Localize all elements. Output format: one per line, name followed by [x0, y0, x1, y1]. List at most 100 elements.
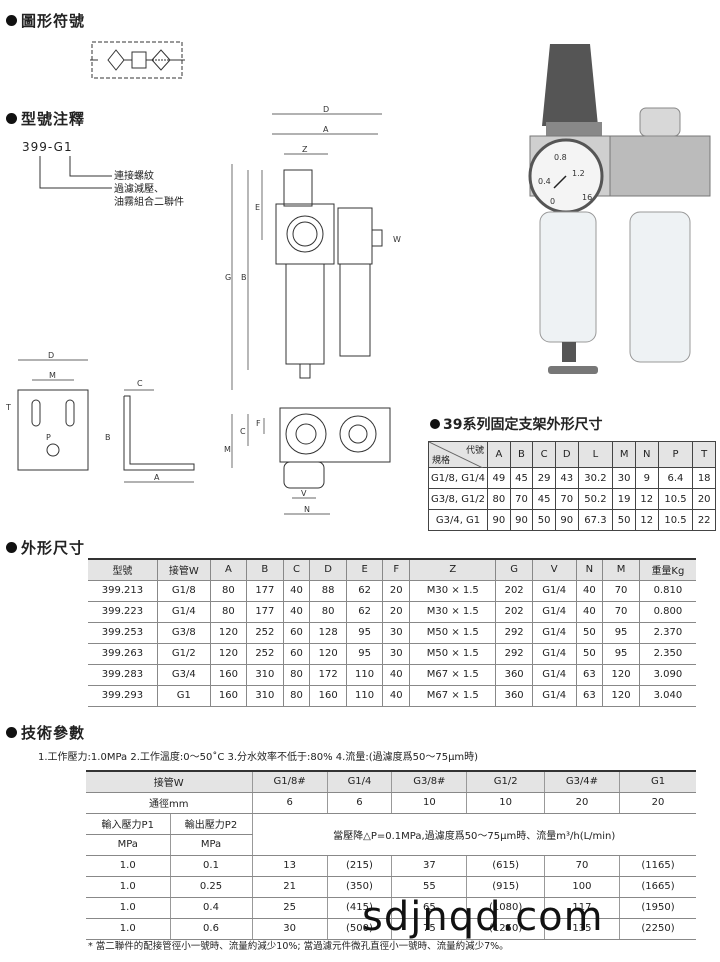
tech-cell: 13 — [251, 855, 328, 877]
outline-cell: M30 × 1.5 — [409, 601, 496, 623]
col-p: P — [657, 441, 694, 468]
outline-cell: M67 × 1.5 — [409, 685, 496, 707]
outline-cell: 202 — [495, 580, 533, 602]
outline-cell: 80 — [209, 580, 247, 602]
outline-cell: 70 — [602, 601, 640, 623]
outline-cell: 399.253 — [88, 622, 158, 644]
bracket-cell: 49 — [487, 467, 511, 489]
tech-p2-label: 輸出壓力P2 — [169, 813, 252, 835]
tech-cell: 1.0 — [86, 855, 170, 877]
outline-cell: G1/4 — [531, 664, 576, 686]
outline-header-cell: V — [531, 558, 576, 581]
tech-pipe-1: G1/8# — [251, 770, 328, 793]
bracket-row-spec: G1/8, G1/4 — [427, 467, 489, 489]
outline-cell: G1/4 — [531, 622, 576, 644]
outline-cell: 95 — [345, 643, 383, 665]
outline-header-cell: D — [309, 558, 347, 581]
outline-cell: 60 — [282, 643, 310, 665]
tech-p2-unit: MPa — [169, 834, 252, 856]
dim-d-bracket: D — [48, 351, 54, 360]
tech-cell: (615) — [466, 855, 545, 877]
outline-cell: 95 — [602, 643, 640, 665]
tech-cell: (2250) — [619, 918, 696, 940]
bracket-cell: 90 — [487, 509, 511, 531]
outline-cell: G1/4 — [531, 580, 576, 602]
gauge-mark-0: 0 — [550, 197, 555, 206]
tech-cell: 65 — [391, 897, 467, 919]
col-a: A — [487, 441, 511, 468]
outline-header-cell: E — [345, 558, 383, 581]
bracket-cell: 45 — [509, 467, 534, 489]
outline-header-cell: 接管W — [156, 558, 211, 581]
outline-cell: G1/4 — [156, 601, 211, 623]
outline-cell: 2.350 — [638, 643, 696, 665]
outline-cell: 120 — [209, 643, 247, 665]
note-filter-regulator: 過濾減壓、 — [114, 184, 164, 195]
tech-bore-label: 通徑mm — [86, 792, 252, 814]
tech-cell: 135 — [543, 918, 620, 940]
outline-cell: 80 — [282, 685, 310, 707]
tech-pipe-5: G3/4# — [543, 770, 620, 793]
tech-cell: 70 — [543, 855, 620, 877]
outline-cell: 60 — [282, 622, 310, 644]
bracket-table-corner: 代號 規格 — [427, 441, 489, 468]
dim-g-label: G — [225, 273, 231, 282]
tech-cell: 0.1 — [169, 855, 252, 877]
bracket-cell: 19 — [612, 488, 636, 510]
product-photo: 0.8 0.4 1.2 16 0 — [528, 44, 711, 374]
outline-cell: 40 — [575, 580, 603, 602]
outline-cell: 95 — [602, 622, 640, 644]
outline-cell: 177 — [246, 580, 284, 602]
tech-table: 接管W G1/8# G1/4 G3/8# G1/2 G3/4# G1 通徑mm … — [86, 770, 696, 940]
outline-cell: G1/8 — [156, 580, 211, 602]
bracket-cell: 12 — [634, 488, 659, 510]
outline-header-cell: G — [495, 558, 533, 581]
bracket-cell: 70 — [509, 488, 534, 510]
front-view-drawing: D A Z G B E W — [225, 105, 401, 390]
dim-v-label: V — [301, 489, 307, 498]
outline-cell: 120 — [209, 622, 247, 644]
col-l: L — [577, 441, 614, 468]
bracket-cell: 45 — [532, 488, 556, 510]
outline-cell: 172 — [309, 664, 347, 686]
tech-cell: 1.0 — [86, 876, 170, 898]
model-code: 399-G1 — [22, 140, 73, 154]
col-d: D — [554, 441, 579, 468]
outline-cell: 202 — [495, 601, 533, 623]
outline-header-cell: B — [246, 558, 284, 581]
tech-cell: 55 — [391, 876, 467, 898]
outline-cell: 177 — [246, 601, 284, 623]
outline-cell: 120 — [602, 685, 640, 707]
bracket-cell: 43 — [554, 467, 579, 489]
bracket-cell: 6.4 — [657, 467, 694, 489]
dim-b-bracket: B — [105, 433, 111, 442]
tech-cell: (215) — [326, 855, 392, 877]
bracket-cell: 20 — [692, 488, 716, 510]
bracket-row-spec: G3/4, G1 — [427, 509, 489, 531]
outline-cell: 110 — [345, 685, 383, 707]
tech-cell: 0.4 — [169, 897, 252, 919]
tech-bore-6: 20 — [619, 792, 696, 814]
tech-cell: (1665) — [619, 876, 696, 898]
bracket-cell: 29 — [532, 467, 556, 489]
outline-cell: 80 — [209, 601, 247, 623]
dim-b-label: B — [241, 273, 247, 282]
bracket-cell: 10.5 — [657, 509, 694, 531]
dim-d-label: D — [323, 105, 329, 114]
outline-header-cell: M — [602, 558, 640, 581]
outline-cell: 40 — [382, 685, 410, 707]
bracket-cell: 50 — [532, 509, 556, 531]
model-notes: 連接螺紋 過濾減壓、 油霧組合二聯件 — [114, 170, 184, 209]
tech-intro: 1.工作壓力:1.0MPa 2.工作溫度:0～50˚C 3.分水效率不低于:80… — [38, 752, 479, 763]
tech-cell: (915) — [466, 876, 545, 898]
outline-cell: 360 — [495, 685, 533, 707]
outline-cell: 2.370 — [638, 622, 696, 644]
outline-cell: 399.283 — [88, 664, 158, 686]
